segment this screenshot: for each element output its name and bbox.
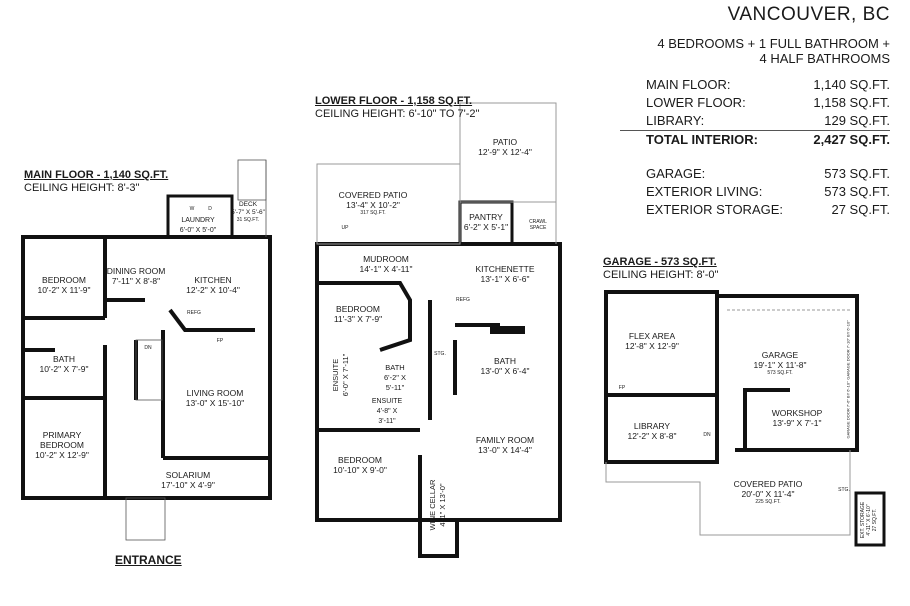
stairs-down-label: DN <box>144 345 152 351</box>
lower-floor-exterior <box>316 102 557 245</box>
area-row: LIBRARY: 129 SQ.FT. <box>620 112 890 130</box>
area-value: 129 SQ.FT. <box>824 113 890 128</box>
description-line: 4 HALF BATHROOMS <box>759 51 890 66</box>
area-label: GARAGE: <box>646 166 706 181</box>
exterior-row: EXTERIOR STORAGE: 27 SQ.FT. <box>620 201 890 219</box>
stairs-up-label: UP <box>341 225 349 231</box>
refrigerator-label: REFG <box>456 297 470 303</box>
area-value: 573 SQ.FT. <box>824 166 890 181</box>
area-label: EXTERIOR LIVING: <box>646 184 763 199</box>
area-value: 1,158 SQ.FT. <box>813 95 890 110</box>
stairs-down-label: DN <box>703 432 711 438</box>
area-label: LIBRARY: <box>646 113 705 128</box>
garage-door-label: GARAGE DOOR 7'-10" BY 6'-10" <box>845 320 851 380</box>
city-title: VANCOUVER, BC <box>727 4 890 25</box>
area-label: MAIN FLOOR: <box>646 77 731 92</box>
lower-floor-title: LOWER FLOOR - 1,158 SQ.FT. <box>315 95 473 107</box>
total-label: TOTAL INTERIOR: <box>646 132 758 147</box>
bed-bath-description: 4 BEDROOMS + 1 FULL BATHROOM + 4 HALF BA… <box>620 36 890 66</box>
area-value: 27 SQ.FT. <box>831 202 890 217</box>
garage-door-label: GARAGE DOOR 7'-6" BY 6'-10" <box>845 381 851 439</box>
main-floor-title: MAIN FLOOR - 1,140 SQ.FT. <box>24 169 169 181</box>
garage-walls <box>604 290 886 547</box>
storage-label: STG. <box>434 351 446 357</box>
main-floor-header: MAIN FLOOR - 1,140 SQ.FT. CEILING HEIGHT… <box>24 169 168 195</box>
room-crawl-space: CRAWL SPACE <box>529 219 547 231</box>
main-floor-ceiling: CEILING HEIGHT: 8'-3" <box>24 182 140 194</box>
area-value: 1,140 SQ.FT. <box>813 77 890 92</box>
garage-exterior <box>605 309 851 536</box>
fireplace-label: FP <box>618 385 626 391</box>
entrance-label: ENTRANCE <box>115 553 182 567</box>
area-label: EXTERIOR STORAGE: <box>646 202 784 217</box>
main-floor-stairs <box>125 159 267 541</box>
refrigerator-label: REFG <box>187 310 201 316</box>
lower-floor-ceiling: CEILING HEIGHT: 6'-10" TO 7'-2" <box>315 108 480 120</box>
total-row: TOTAL INTERIOR: 2,427 SQ.FT. <box>620 130 890 149</box>
storage-label: STG. <box>838 487 850 493</box>
exterior-row: GARAGE: 573 SQ.FT. <box>620 165 890 183</box>
garage-ceiling: CEILING HEIGHT: 8'-0" <box>603 269 719 281</box>
washer-label: W <box>189 206 195 212</box>
area-row: LOWER FLOOR: 1,158 SQ.FT. <box>620 94 890 112</box>
lower-floor-header: LOWER FLOOR - 1,158 SQ.FT. CEILING HEIGH… <box>315 95 479 121</box>
area-row: MAIN FLOOR: 1,140 SQ.FT. <box>620 76 890 94</box>
dryer-label: D <box>208 206 212 212</box>
fireplace-label: FP <box>216 338 224 344</box>
garage-header: GARAGE - 573 SQ.FT. CEILING HEIGHT: 8'-0… <box>603 256 718 282</box>
area-value: 573 SQ.FT. <box>824 184 890 199</box>
total-value: 2,427 SQ.FT. <box>813 132 890 147</box>
garage-title: GARAGE - 573 SQ.FT. <box>603 256 717 268</box>
area-label: LOWER FLOOR: <box>646 95 746 110</box>
description-line: 4 BEDROOMS + 1 FULL BATHROOM + <box>657 36 890 51</box>
property-summary: VANCOUVER, BC 4 BEDROOMS + 1 FULL BATHRO… <box>620 4 890 219</box>
exterior-row: EXTERIOR LIVING: 573 SQ.FT. <box>620 183 890 201</box>
